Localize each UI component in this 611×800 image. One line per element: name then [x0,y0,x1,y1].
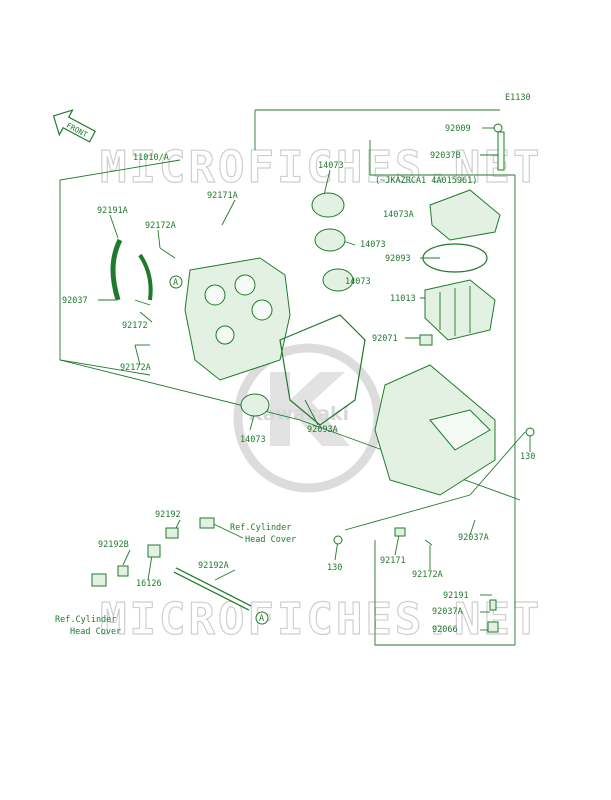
watermark-bottom: MICROFICHES.NET [100,594,542,645]
marker-a-lower: A [255,611,269,625]
svg-text:A: A [259,614,264,624]
part-label: 92037B [430,151,461,161]
part-label: 11013 [390,294,416,304]
case-seal [279,314,366,426]
part-label: 92037A [432,607,463,617]
duct-boots [240,192,354,417]
kawasaki-logo: Kawasaki [233,343,383,493]
front-arrow-icon: FRONT [52,109,97,143]
part-label: 92171A [207,191,238,201]
part-labels: 11010/A 92009 92037B 92171A 14073 92191A… [62,124,535,635]
part-label: 92093 [385,254,411,264]
part-label: 92192A [198,561,229,571]
air-filter-case-lower [184,257,291,381]
part-label: 92191A [97,206,128,216]
part-label: 92192B [98,540,129,550]
svg-text:A: A [173,278,178,288]
part-label: 92172A [120,363,151,373]
ref-right-line2: Head Cover [245,535,296,545]
part-label: 14073 [240,435,266,445]
ref-left-line2: Head Cover [70,627,121,637]
part-label: 92037A [458,533,489,543]
watermark-top: MICROFICHES.NET [100,142,542,193]
part-label: 130 [327,563,342,573]
part-label: 92037 [62,296,88,306]
part-label: 130 [520,452,535,462]
ref-right-line1: Ref.Cylinder [230,523,291,533]
bolts [134,123,535,546]
small-fittings [91,131,505,633]
serial-note: (~JKAZRCA1 4A015961) [375,176,477,186]
part-label: 14073A [383,210,414,220]
air-filter-housing [374,364,496,496]
part-label: 92172A [145,221,176,231]
kawasaki-logo-text: Kawasaki [248,403,349,425]
part-label: 92093A [307,425,338,435]
part-label: 92172A [412,570,443,580]
marker-a-upper: A [169,275,183,289]
air-filter-gasket [422,243,488,273]
ref-left-line1: Ref.Cylinder [55,615,116,625]
part-label: 14073 [345,277,371,287]
long-breather-tube [173,567,252,611]
air-filter-cover [429,189,501,241]
part-label: 92191 [443,591,469,601]
air-filter-element [424,279,496,341]
part-label: 14073 [318,161,344,171]
part-label: 92066 [432,625,458,635]
part-label: 11010/A [133,153,169,163]
part-label: 92192 [155,510,181,520]
diagram-code: E1130 [505,93,531,103]
part-label: 14073 [360,240,386,250]
part-label: 16126 [136,579,162,589]
breather-hose [110,238,153,301]
part-label: 92172 [122,321,148,331]
part-label: 92071 [372,334,398,344]
part-label: 92009 [445,124,471,134]
part-label: 92171 [380,556,406,566]
